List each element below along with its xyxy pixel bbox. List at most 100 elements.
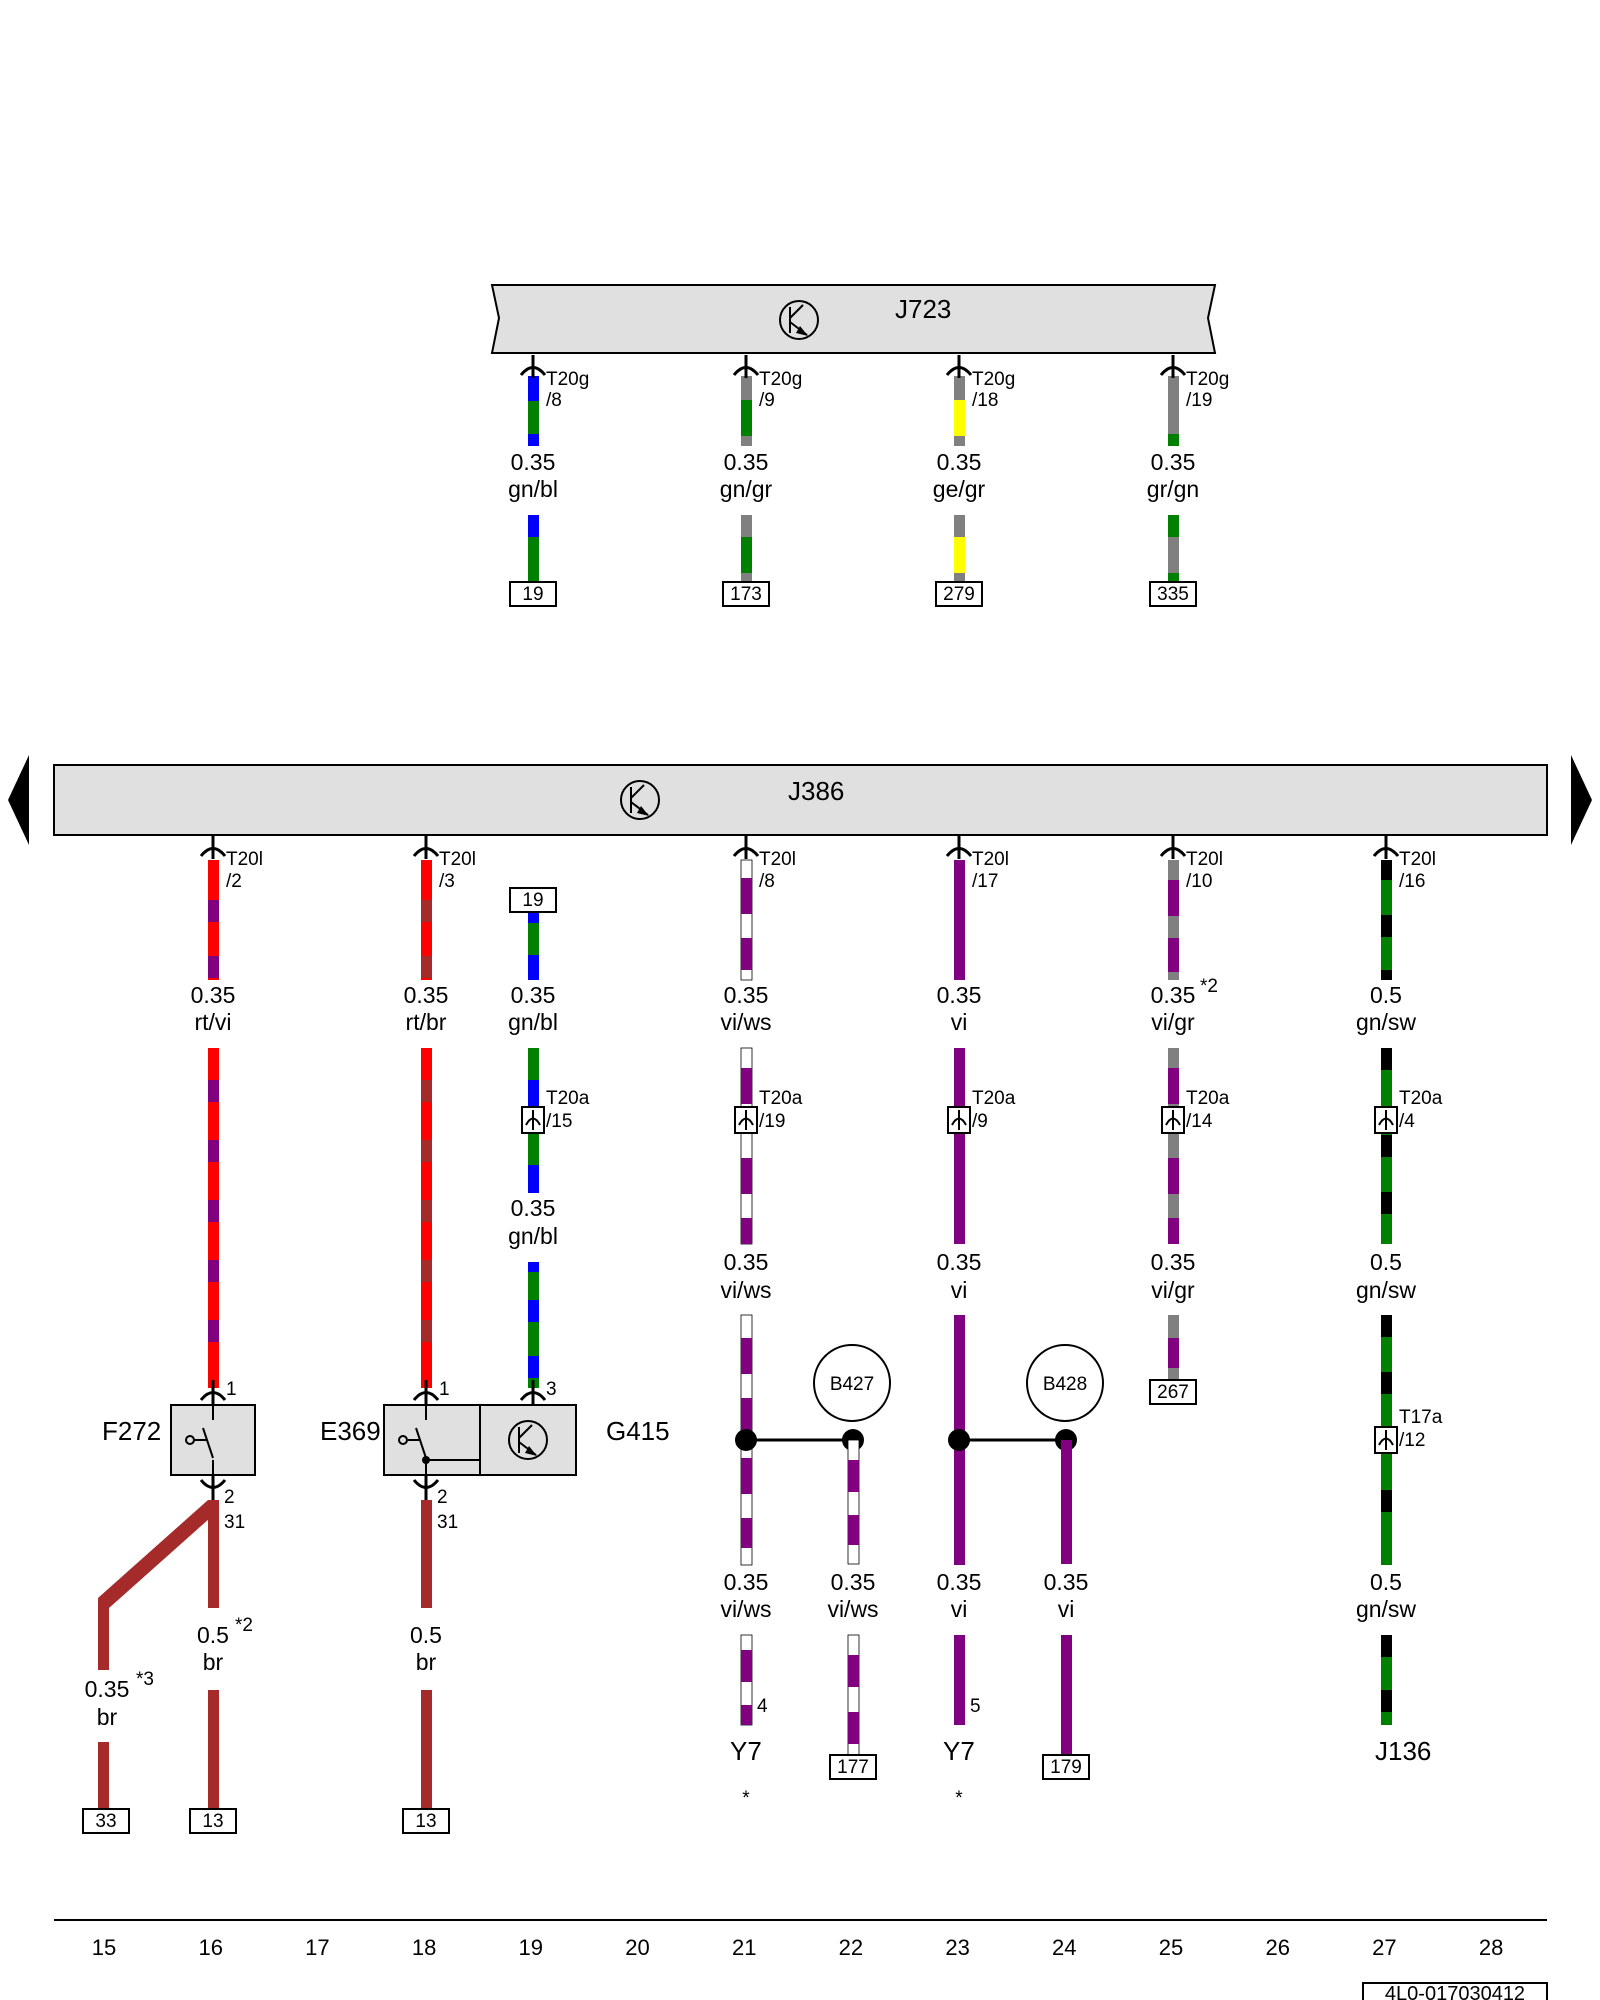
y7-a-label: Y7 [730,1736,762,1766]
j723-size-2: 0.35 [724,449,769,475]
inline-connector-icon [947,1106,971,1134]
axis-number: 25 [1159,1935,1183,1960]
j723-pin-3: /18 [972,390,998,411]
c24-bottom-color: vi [1058,1596,1075,1622]
c27b-conn: T17a [1399,1407,1443,1428]
junction-dot [735,1429,757,1451]
c21-conn-pin: /19 [759,1111,785,1132]
c16-bottom-size: 0.5 [197,1622,229,1648]
c19-conn: T20a [546,1088,590,1109]
c21-top-size: 0.35 [724,982,769,1008]
j386-unit-box [53,764,1548,836]
j723-ref-box-3 [935,581,983,607]
axis-number: 17 [305,1935,329,1960]
c27-mid-color: gn/sw [1356,1277,1416,1303]
j386-pin-6: /16 [1399,871,1425,892]
wire-c21-top [740,859,753,981]
j723-pin-1: /8 [546,390,562,411]
c21-bottom-color: vi/ws [720,1596,771,1622]
transistor-icon [508,1420,548,1460]
f272-pin-ground: 31 [224,1512,245,1533]
c18-bottom-color: br [416,1649,437,1675]
j386-pin-5: /10 [1186,871,1212,892]
c19-mid-size: 0.35 [511,1195,556,1221]
c25-top-size: 0.35 [1151,982,1196,1008]
c25-top-color: vi/gr [1151,1009,1195,1035]
footer-code: 4L0-017030412 [1385,1983,1525,2000]
c18-top-size: 0.35 [404,982,449,1008]
ref-c15: 33 [95,1811,116,1832]
wire-c22 [847,1439,860,1565]
c23-conn: T20a [972,1088,1016,1109]
y7-b-pin: 5 [970,1696,981,1717]
transistor-icon [620,780,660,820]
ref-box-c25 [1149,1379,1197,1405]
g415-box [479,1404,577,1476]
j723-ref-2: 173 [730,584,762,605]
y7-b-note: * [955,1788,963,1809]
c19-top-size: 0.35 [511,982,556,1008]
e369-label: E369 [320,1416,381,1446]
wire-c18-top [421,860,432,980]
j386-pin-2: /3 [439,871,455,892]
c23-bottom-color: vi [951,1596,968,1622]
wire-c27-end [1381,1635,1392,1725]
e369-pin-out: 2 [437,1487,448,1508]
axis-number: 21 [732,1935,756,1960]
wire-c16-bottom [98,1500,219,1812]
axis-number: 24 [1052,1935,1076,1960]
j386-conn-5: T20l [1186,849,1223,870]
j723-ref-1: 19 [522,584,543,605]
b428-circle [1026,1344,1104,1422]
connector-hook-icon [199,1380,227,1500]
footer-code-box [1362,1982,1548,2000]
wire-c27-mid [1381,1048,1392,1244]
j723-pin-4: /19 [1186,390,1212,411]
axis-number: 28 [1479,1935,1503,1960]
ref-c25: 267 [1157,1382,1189,1403]
f272-label: F272 [102,1416,161,1446]
wire-c16-top [208,860,219,980]
wire-c24-end [1061,1635,1072,1755]
wire-c18-mid [421,1048,432,1388]
c21-mid-size: 0.35 [724,1249,769,1275]
j723-ref-box-2 [722,581,770,607]
j723-color-4: gr/gn [1147,476,1199,502]
e369-pin-in: 1 [439,1379,450,1400]
connector-hook-icon [412,1380,547,1500]
g415-label: G415 [606,1416,670,1446]
j723-ref-3: 279 [943,584,975,605]
switch-icon [185,1405,214,1475]
c19-conn-pin: /15 [546,1111,572,1132]
j723-color-2: gn/gr [720,476,773,502]
c23-bottom-size: 0.35 [937,1569,982,1595]
wire-c24 [1061,1440,1072,1564]
wire-c22-end [847,1634,860,1756]
ref-box-c18 [402,1808,450,1834]
j723-label: J723 [895,294,951,324]
c23-mid-color: vi [951,1277,968,1303]
axis-number: 27 [1372,1935,1396,1960]
c16-bottom-note: *2 [235,1615,253,1636]
page-next-arrow[interactable] [1571,755,1592,845]
c27-conn: T20a [1399,1088,1443,1109]
c19-top-color: gn/bl [508,1009,558,1035]
c25-mid-size: 0.35 [1151,1249,1196,1275]
axis-number: 18 [412,1935,436,1960]
inline-connector-icon [734,1106,758,1134]
ref-c16: 13 [202,1811,223,1832]
c23-mid-size: 0.35 [937,1249,982,1275]
wire-c21-mid [740,1047,753,1245]
b427-label: B427 [830,1374,874,1395]
connector-hook-icon [519,355,1187,378]
c25-conn-pin: /14 [1186,1111,1213,1132]
c25-conn: T20a [1186,1088,1230,1109]
wire-c19-bottom [528,1262,539,1388]
inline-connector-icon [1374,1426,1398,1454]
connector-hook-icon [199,836,1400,859]
j723-size-4: 0.35 [1151,449,1196,475]
page-prev-arrow[interactable] [8,755,29,845]
transistor-icon [779,300,819,340]
j723-wire-1 [528,376,539,585]
c27-top-size: 0.5 [1370,982,1402,1008]
